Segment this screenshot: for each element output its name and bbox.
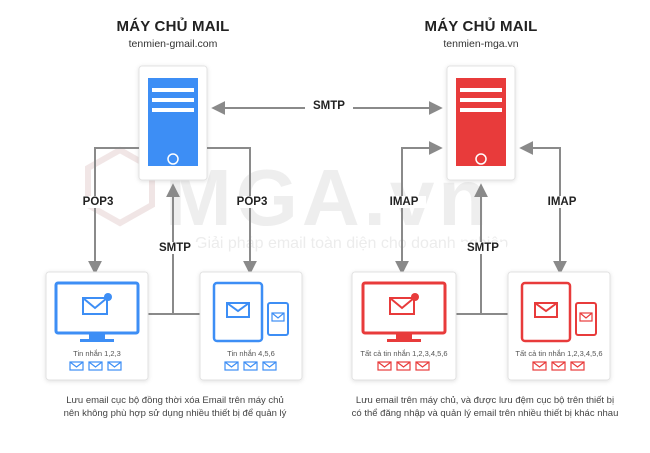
left-mobile-card <box>199 271 303 381</box>
phone-icon <box>267 302 289 336</box>
tablet-icon <box>212 281 264 343</box>
right-caption-line1: Lưu email trên máy chủ, và được lưu đệm … <box>355 395 615 406</box>
power-icon <box>475 153 487 165</box>
right-mobile-messages: Tất cả tin nhắn 1,2,3,4,5,6 <box>515 349 603 358</box>
right-caption-line2: có thể đăng nhập và quản lý email trên n… <box>351 408 619 419</box>
left-mobile-envelopes <box>224 361 277 371</box>
right-smtp-label: SMTP <box>460 242 506 254</box>
right-server-domain: tenmien-mga.vn <box>443 38 519 50</box>
right-imap-arrow-b <box>519 141 567 275</box>
left-caption-line2: nên không phù hợp sử dụng nhiều thiết bị… <box>63 408 287 419</box>
right-imap-arrow-a <box>395 141 443 275</box>
server-smtp-label: SMTP <box>305 100 353 112</box>
left-smtp-label: SMTP <box>152 242 198 254</box>
left-server-title: MÁY CHỦ MAIL <box>116 18 230 35</box>
left-pop3-label-a: POP3 <box>76 196 120 208</box>
right-desktop-card <box>351 271 457 381</box>
left-mail-server <box>138 65 208 181</box>
left-mobile-messages: Tin nhắn 4,5,6 <box>227 349 275 358</box>
monitor-icon <box>361 281 447 342</box>
left-pop3-label-b: POP3 <box>230 196 274 208</box>
watermark-brand: MGA.vn <box>165 153 491 242</box>
power-icon <box>167 153 179 165</box>
right-imap-label-b: IMAP <box>540 196 584 208</box>
right-desktop-messages: Tất cả tin nhắn 1,2,3,4,5,6 <box>360 349 448 358</box>
envelope-icon <box>389 297 415 315</box>
left-pop3-arrow-b <box>207 147 257 275</box>
right-server-title: MÁY CHỦ MAIL <box>424 18 538 35</box>
right-imap-label-a: IMAP <box>382 196 426 208</box>
monitor-icon <box>54 281 140 342</box>
phone-icon <box>575 302 597 336</box>
left-caption-line1: Lưu email cục bộ đồng thời xóa Email trê… <box>66 395 284 406</box>
right-desktop-envelopes <box>377 361 430 371</box>
left-desktop-card <box>45 271 149 381</box>
left-server-domain: tenmien-gmail.com <box>128 38 218 50</box>
tablet-icon <box>520 281 572 343</box>
left-desktop-messages: Tin nhắn 1,2,3 <box>73 349 121 358</box>
right-mail-server <box>446 65 516 181</box>
right-mobile-envelopes <box>532 361 585 371</box>
left-desktop-envelopes <box>69 361 122 371</box>
left-pop3-arrow-a <box>88 147 139 275</box>
right-mobile-card <box>507 271 611 381</box>
envelope-icon <box>82 297 108 315</box>
